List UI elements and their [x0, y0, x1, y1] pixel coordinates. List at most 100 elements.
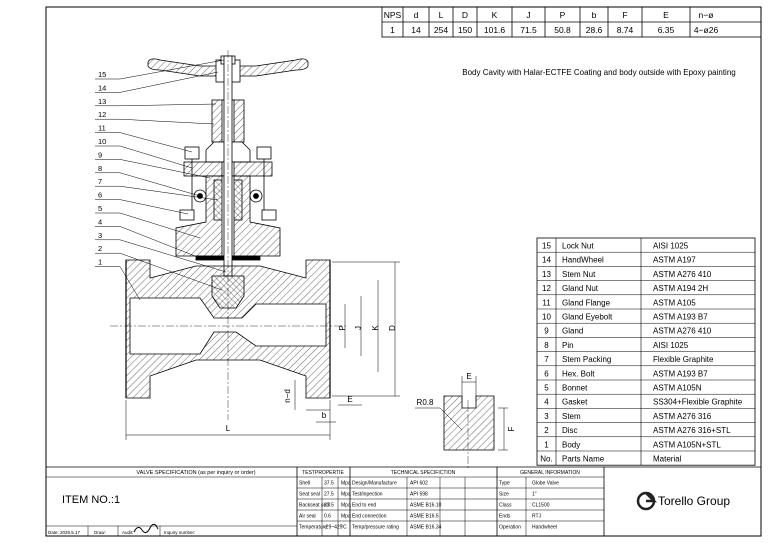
- dim-header-9: E: [663, 10, 669, 20]
- test-value: 27.5: [324, 503, 334, 509]
- drawn-by: Draw:: [94, 530, 106, 535]
- test-unit: Mpa: [341, 492, 351, 498]
- part-material: ASTM A193 B7: [653, 369, 708, 378]
- general-value: Handwheel: [532, 525, 557, 531]
- parts-header-material: Material: [653, 455, 682, 464]
- general-name: Ends: [499, 514, 511, 520]
- part-material: AISI 1025: [653, 341, 689, 350]
- part-name: Stem Packing: [562, 355, 611, 364]
- dim-P: P: [338, 325, 347, 330]
- part-no: 9: [544, 327, 549, 336]
- part-material: ASTM A197: [653, 256, 696, 265]
- part-no: 3: [544, 412, 549, 421]
- dim-b: b: [322, 411, 327, 420]
- callout-2: 2: [98, 244, 102, 253]
- logo-text: Torello Group: [658, 494, 730, 508]
- item-no: ITEM NO.:1: [62, 494, 120, 506]
- part-name: Gasket: [562, 398, 588, 407]
- valve-spec-title: VALVE SPECIFICATION (as per inquiry or o…: [136, 470, 255, 476]
- general-name: Class: [499, 503, 512, 509]
- general-value: 1": [532, 492, 537, 498]
- test-name: Backseat seal: [299, 503, 330, 509]
- drawing-date: Date: 2025.5.17: [48, 530, 81, 535]
- part-name: Gland Nut: [562, 284, 599, 293]
- part-no: 2: [544, 426, 549, 435]
- part-no: 1: [544, 440, 549, 449]
- tech-title: TECHNICAL SPECIFICTION: [391, 470, 456, 476]
- dim-value-1: 14: [411, 25, 421, 35]
- part-name: Pin: [562, 341, 574, 350]
- dim-K: K: [371, 325, 380, 331]
- callout-11: 11: [98, 124, 106, 133]
- tech-value: ASME B16.10: [410, 503, 442, 509]
- detail-F-label: F: [507, 426, 516, 431]
- test-unit: Mpa: [341, 503, 351, 509]
- part-material: ASTM A276 410: [653, 327, 712, 336]
- hex-bolt-right: [261, 209, 277, 221]
- audit-signature: [133, 523, 159, 534]
- callout-9: 9: [98, 150, 102, 159]
- dim-header-5: J: [526, 10, 530, 20]
- handwheel-right: [233, 58, 309, 77]
- part-no: 4: [544, 398, 549, 407]
- parts-header-no: No.: [540, 455, 552, 464]
- part-material: ASTM A276 316+STL: [653, 426, 731, 435]
- tech-value: ASME B16.34: [410, 525, 442, 531]
- part-material: ASTM A105N: [653, 384, 702, 393]
- part-no: 11: [542, 298, 551, 307]
- part-material: AISI 1025: [653, 242, 689, 251]
- dim-value-5: 71.5: [520, 25, 537, 35]
- tech-value: ASME B16.5: [410, 514, 439, 520]
- part-no: 15: [542, 242, 551, 251]
- part-no: 10: [542, 313, 551, 322]
- tech-value: API 602: [410, 481, 428, 487]
- part-material: SS304+Flexible Graphite: [653, 398, 743, 407]
- tech-name: End connection: [352, 514, 387, 520]
- general-name: Type: [499, 481, 510, 487]
- detail-R-label: R0.8: [417, 398, 434, 407]
- part-material: ASTM A105: [653, 298, 696, 307]
- gland-nut-right: [256, 146, 272, 160]
- dim-header-1: d: [414, 10, 419, 20]
- callout-15: 15: [98, 70, 106, 79]
- part-name: Stem Nut: [562, 270, 596, 279]
- dimension-table: NPS1d14L254D150K101.6J71.5P50.8b28.6F8.7…: [381, 6, 762, 38]
- dim-value-4: 101.6: [484, 25, 506, 35]
- dim-value-3: 150: [458, 25, 472, 35]
- part-no: 13: [542, 270, 551, 279]
- tech-name: End to end: [352, 503, 376, 509]
- tech-name: Test/inpection: [352, 492, 383, 498]
- centerlines: [110, 50, 469, 470]
- part-name: HandWheel: [562, 256, 604, 265]
- part-material: ASTM A194 2H: [653, 284, 708, 293]
- company-logo: Torello Group: [636, 491, 730, 511]
- dim-value-10: 4−ø26: [694, 25, 719, 35]
- dim-E: E: [347, 395, 352, 404]
- general-name: Size: [499, 492, 509, 498]
- callout-1: 1: [98, 258, 102, 267]
- test-value: 37.5: [324, 481, 334, 487]
- callout-7: 7: [98, 177, 102, 186]
- test-name: Temperature: [299, 525, 327, 531]
- inquiry-number: Inquiry number:: [164, 530, 195, 535]
- ring-groove-detail: [415, 376, 508, 451]
- tech-name: Design/Manufacture: [352, 481, 397, 487]
- general-value: RTJ: [532, 514, 542, 520]
- dim-value-2: 254: [434, 25, 448, 35]
- part-material: ASTM A276 316: [653, 412, 712, 421]
- callout-8: 8: [98, 164, 102, 173]
- part-material: ASTM A105N+STL: [653, 440, 721, 449]
- callout-4: 4: [98, 217, 102, 226]
- test-unit: Mpa: [341, 481, 351, 487]
- dim-value-8: 8.74: [617, 25, 634, 35]
- dim-J: J: [354, 326, 363, 330]
- dim-header-4: K: [492, 10, 498, 20]
- callout-5: 5: [98, 204, 102, 213]
- callout-13: 13: [98, 97, 106, 106]
- part-no: 14: [542, 256, 551, 265]
- part-name: Gland Eyebolt: [562, 313, 613, 322]
- callout-12: 12: [98, 110, 106, 119]
- dim-n-d: n−d: [283, 389, 292, 403]
